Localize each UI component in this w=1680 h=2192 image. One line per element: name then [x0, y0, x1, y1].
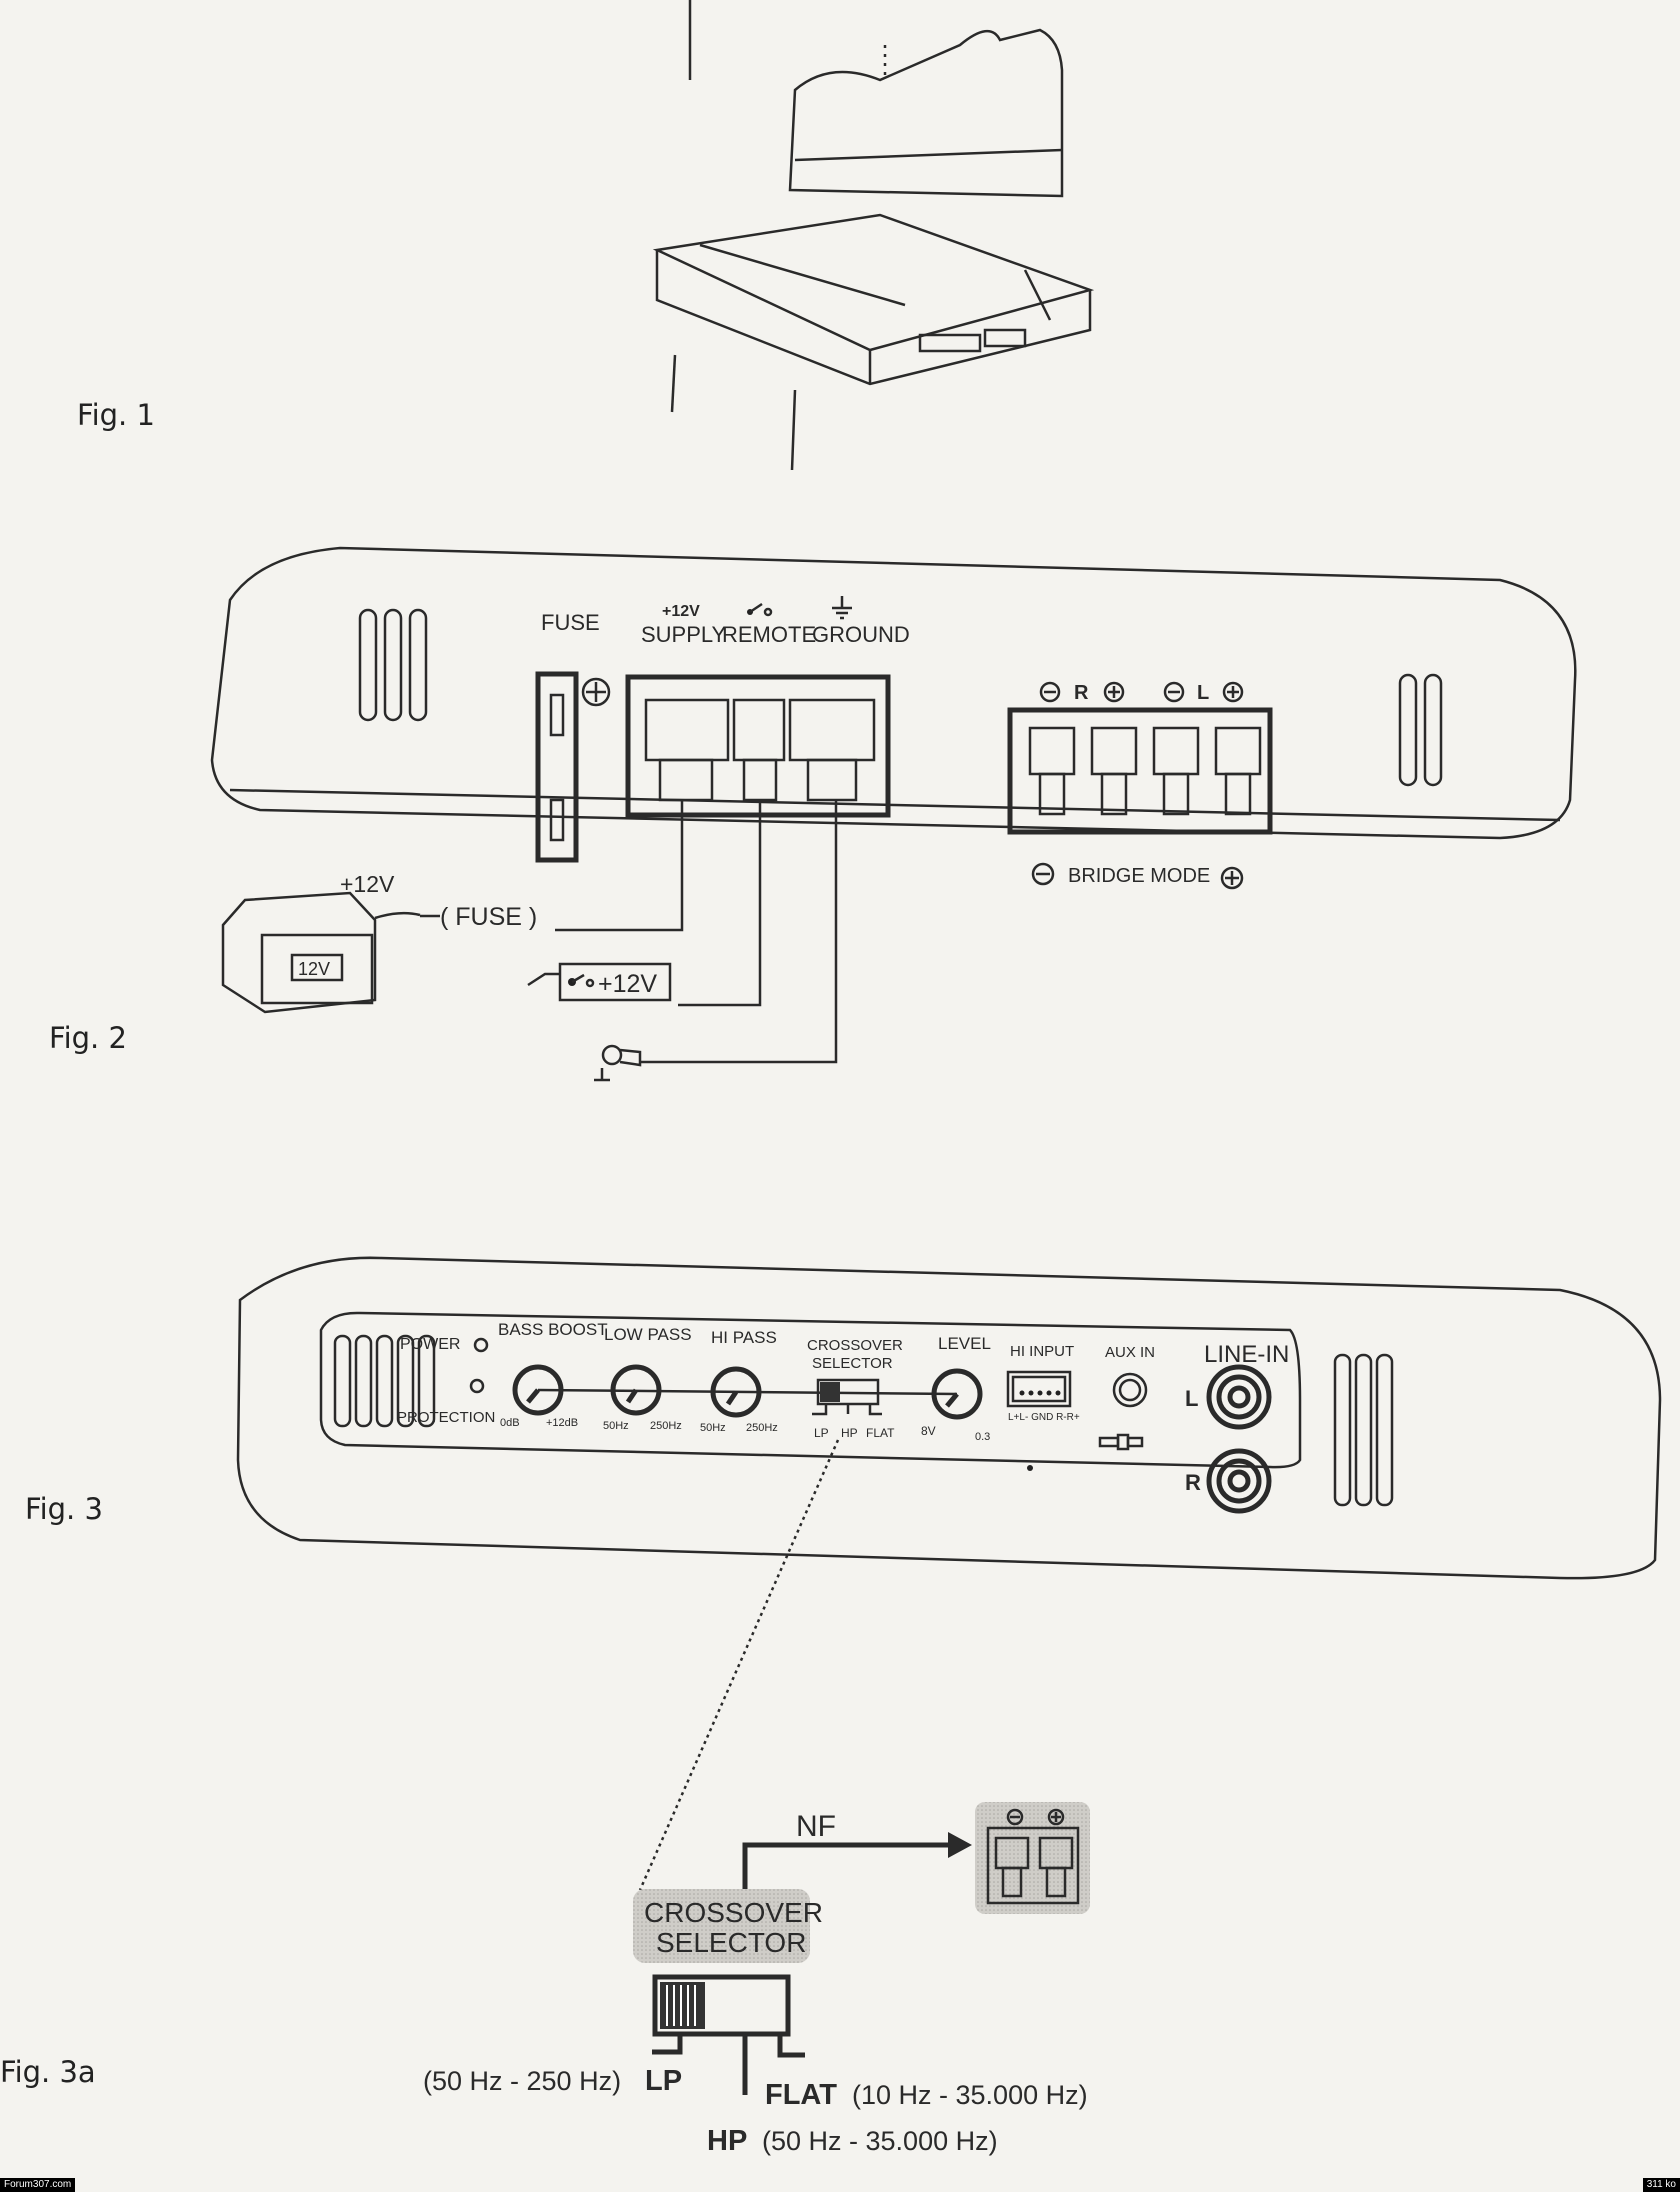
bridge-mode-label: BRIDGE MODE	[1068, 865, 1210, 887]
inline-fuse-label: ( FUSE )	[440, 903, 537, 931]
remote-switch-icon	[747, 602, 773, 617]
lp-label: LP	[645, 2065, 682, 2097]
bass-min-label: 0dB	[500, 1417, 520, 1429]
fig3a-label: Fig. 3a	[0, 2055, 96, 2089]
crossover-selector-callout	[633, 1889, 810, 1963]
bass-boost-knob[interactable]	[512, 1364, 564, 1416]
nf-label: NF	[796, 1810, 836, 1843]
plus-icon	[1222, 681, 1244, 703]
crossover-label: CROSSOVER	[807, 1337, 903, 1354]
low-pass-knob[interactable]	[610, 1364, 662, 1416]
level-label: LEVEL	[938, 1334, 991, 1353]
fig3-control-panel: POWER PROTECTION BASS BOOST 0dB +12dB LO…	[25, 1256, 1662, 1891]
bass-boost-label: BASS BOOST	[498, 1320, 608, 1339]
flat-label: FLAT	[765, 2079, 837, 2111]
speaker-terminal-detail	[975, 1802, 1090, 1914]
terminal-ground	[788, 698, 876, 802]
vent-right	[1398, 673, 1443, 787]
line-in-l-label: L	[1185, 1386, 1198, 1411]
fig2-wiring-diagram: FUSE +12V SUPPLY REMOTE GROUND R L BRIDG…	[49, 546, 1577, 1082]
vent-left	[358, 608, 428, 722]
level-knob[interactable]	[931, 1368, 983, 1420]
hi-input-label: HI INPUT	[1010, 1343, 1074, 1360]
fig1-label: Fig. 1	[77, 398, 155, 432]
plus-icon	[1103, 681, 1125, 703]
protection-led-icon	[469, 1378, 485, 1394]
hi-pass-knob[interactable]	[710, 1366, 762, 1418]
hi-pass-label: HI PASS	[711, 1328, 777, 1347]
rca-jack-left[interactable]	[1206, 1364, 1272, 1430]
remote-switch-box	[558, 962, 672, 1002]
xo-flat-label: FLAT	[866, 1426, 895, 1440]
terminal-remote	[732, 698, 786, 802]
ground-label: GROUND	[812, 622, 910, 647]
level-min-label: 8V	[921, 1424, 936, 1438]
lp-max-label: 250Hz	[650, 1420, 682, 1432]
selector-label: SELECTOR	[812, 1355, 893, 1372]
xo-hp-label: HP	[841, 1426, 858, 1440]
fig3a-crossover-detail: NF CROSSOVER SELECTOR (50 Hz - 250 Hz) L…	[0, 1802, 1090, 2157]
battery-voltage-label: 12V	[298, 959, 330, 979]
callout-crossover-label: CROSSOVER	[644, 1897, 823, 1928]
minus-icon	[1031, 862, 1055, 886]
aux-plug-icon	[1098, 1433, 1144, 1451]
callout-line	[638, 1439, 840, 1891]
hp-label: HP	[707, 2125, 747, 2157]
fig1-mounting-illustration: Fig. 1	[77, 0, 1095, 471]
hp-max-label: 250Hz	[746, 1422, 778, 1434]
aux-in-label: AUX IN	[1105, 1344, 1155, 1361]
speaker-terminal-block	[1007, 707, 1273, 835]
lp-min-label: 50Hz	[603, 1420, 629, 1432]
fuse-holder	[535, 671, 579, 863]
switch-icon	[568, 973, 595, 988]
terminal-supply	[644, 698, 730, 802]
battery-icon: 12V	[221, 891, 421, 1014]
low-pass-label: LOW PASS	[604, 1325, 692, 1344]
vent-left	[333, 1334, 436, 1428]
minus-icon	[1039, 681, 1061, 703]
minus-icon	[1163, 681, 1185, 703]
arrow-icon	[948, 1832, 972, 1858]
footer-size: 311 ko	[1642, 2178, 1680, 2192]
power-terminal-block	[625, 674, 891, 818]
ground-icon	[832, 596, 852, 620]
callout-selector-label: SELECTOR	[656, 1927, 806, 1958]
hp-range-label: (50 Hz - 35.000 Hz)	[762, 2126, 998, 2156]
speaker-l-label: L	[1197, 682, 1209, 704]
fuse-label: FUSE	[541, 610, 600, 635]
xo-lp-label: LP	[814, 1426, 829, 1440]
protection-label: PROTECTION	[397, 1409, 495, 1426]
rca-jack-right[interactable]	[1206, 1448, 1272, 1514]
fig2-label: Fig. 2	[49, 1021, 127, 1055]
speaker-r-label: R	[1074, 682, 1089, 704]
line-in-label: LINE-IN	[1204, 1341, 1289, 1368]
battery-plus-label: +12V	[340, 871, 395, 897]
remote-switch-label: +12V	[598, 970, 657, 998]
bass-max-label: +12dB	[546, 1417, 578, 1429]
hi-input-connector[interactable]	[1006, 1370, 1072, 1408]
lp-range-label: (50 Hz - 250 Hz)	[423, 2066, 621, 2096]
crossover-selector-switch[interactable]	[812, 1378, 882, 1416]
hi-input-pins-label: L+L- GND R-R+	[1008, 1412, 1080, 1423]
crossover-switch-detail[interactable]	[652, 1974, 805, 2095]
plus-icon	[1220, 866, 1244, 890]
ring-terminal-icon	[594, 1044, 642, 1082]
vent-right	[1333, 1353, 1394, 1507]
aux-in-jack[interactable]	[1112, 1372, 1148, 1408]
level-max-label: 0.3	[975, 1431, 990, 1443]
screw-icon	[581, 677, 611, 707]
hp-min-label: 50Hz	[700, 1422, 726, 1434]
remote-label: REMOTE	[722, 622, 816, 647]
power-label: POWER	[400, 1336, 460, 1353]
power-led-icon	[473, 1337, 489, 1353]
flat-range-label: (10 Hz - 35.000 Hz)	[852, 2080, 1088, 2110]
footer-source: Forum307.com	[0, 2178, 76, 2192]
supply-voltage-label: +12V	[662, 603, 700, 620]
line-in-r-label: R	[1185, 1470, 1201, 1495]
fig3-label: Fig. 3	[25, 1492, 103, 1526]
supply-label: SUPPLY	[641, 622, 727, 647]
